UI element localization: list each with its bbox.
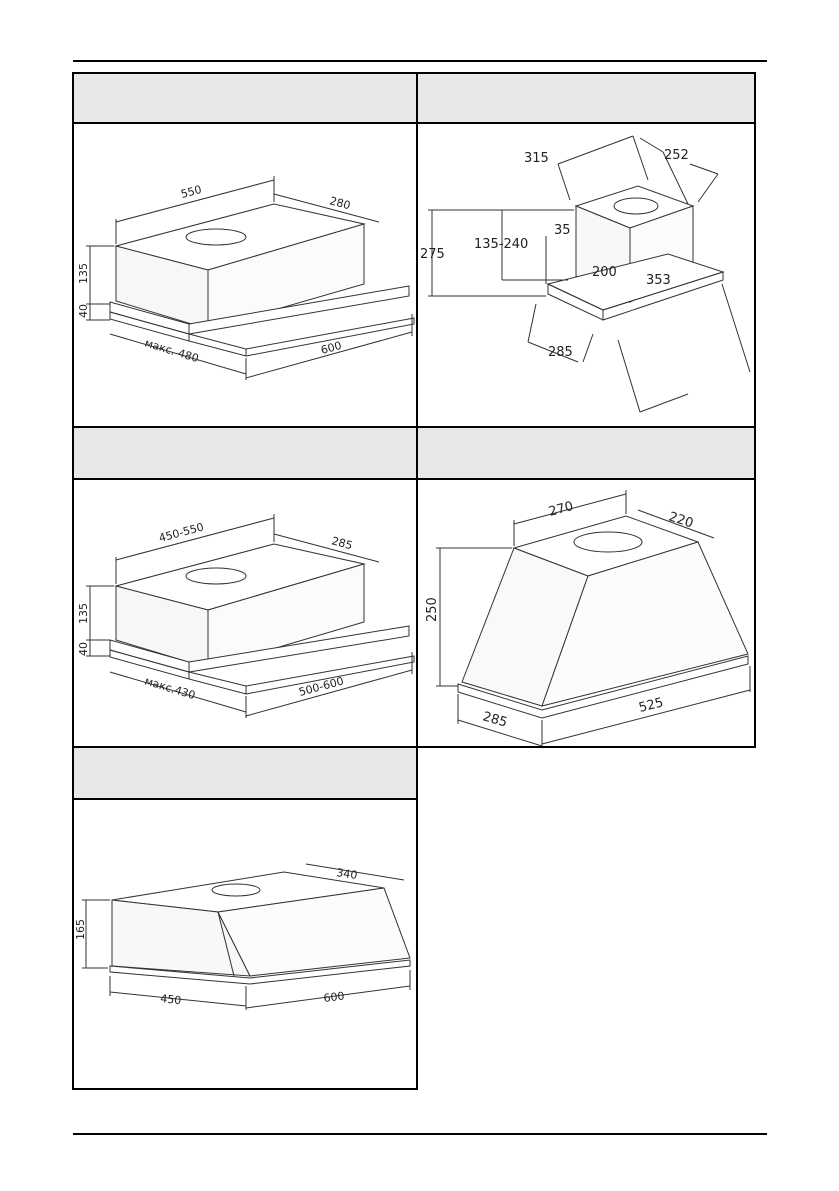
panel-1-header (72, 72, 418, 124)
panel-2-drawing: 315 252 275 135-240 35 200 353 285 (416, 122, 756, 428)
top-rule (73, 60, 767, 62)
dim-front-depth: 285 (548, 345, 573, 360)
dim-gap: 35 (554, 223, 571, 238)
dim-height-range: 135-240 (474, 237, 528, 252)
dim-max-depth: макс. 480 (143, 336, 200, 365)
bottom-rule (73, 1133, 767, 1135)
panel-2-header (416, 72, 756, 124)
dim-depth: 340 (336, 866, 359, 882)
dim-height: 135 (77, 263, 90, 284)
dim-total-height: 275 (420, 247, 445, 262)
dim-base: 40 (77, 304, 90, 318)
dim-left-width: 450 (160, 992, 182, 1007)
panel-5-header (72, 746, 418, 800)
dim-front-width: 600 (319, 339, 343, 357)
trapezoid-hood-drawing: 270 220 250 285 525 (425, 490, 751, 746)
dim-top-width: 315 (524, 151, 549, 166)
panel-5-drawing: 340 165 450 600 (72, 798, 418, 1090)
flat-hood-drawing: 340 165 450 600 (74, 863, 411, 1010)
dim-height: 250 (425, 597, 440, 622)
dim-depth: 285 (330, 534, 354, 552)
dim-top-depth: 220 (667, 510, 695, 532)
dim-width: 525 (637, 695, 665, 716)
dim-top-width: 270 (547, 499, 575, 520)
panel-4-header (416, 426, 756, 480)
dim-top-depth: 252 (664, 148, 689, 163)
dim-width: 450-550 (157, 520, 205, 544)
dim-front-width: 600 (323, 990, 345, 1005)
dim-base: 40 (77, 642, 90, 656)
telescopic-hood-450-drawing: 450-550 285 135 40 макс.430 500-600 (77, 514, 415, 718)
panel-3-header (72, 426, 418, 480)
dim-width: 550 (179, 183, 203, 201)
dim-inner2: 353 (646, 273, 671, 288)
dim-inner: 200 (592, 265, 617, 280)
telescopic-hood-550-drawing: 550 280 135 40 макс. 480 600 (77, 176, 415, 380)
panel-3-drawing: 450-550 285 135 40 макс.430 500-600 (72, 478, 418, 748)
built-in-hood-315-drawing: 315 252 275 135-240 35 200 353 285 (420, 135, 751, 413)
panel-1-drawing: 550 280 135 40 макс. 480 600 (72, 122, 418, 428)
dim-height: 135 (77, 603, 90, 624)
dim-height: 165 (74, 919, 87, 940)
dim-depth: 280 (328, 194, 352, 212)
panel-4-drawing: 270 220 250 285 525 (416, 478, 756, 748)
dim-depth: 285 (481, 709, 509, 730)
